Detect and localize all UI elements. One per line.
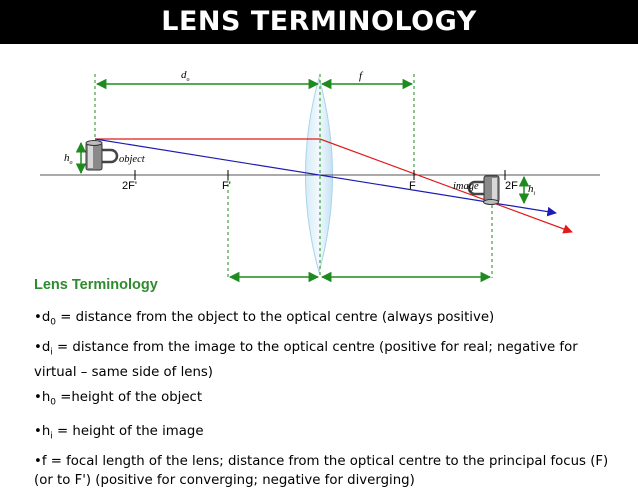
central-ray: [94, 138, 557, 217]
f-top-label: f: [359, 70, 364, 82]
point-2f-label: 2F: [505, 180, 518, 192]
d-o-label: do: [181, 69, 190, 83]
object-mug-icon: [85, 140, 119, 171]
title-bar: LENS TERMINOLOGY: [0, 0, 638, 44]
note-d0: •d0 = distance from the object to the op…: [34, 310, 495, 328]
notes-heading: Lens Terminology: [34, 277, 158, 293]
note-di: •di = distance from the image to the opt…: [34, 340, 578, 380]
h-i-label: hi: [528, 183, 536, 197]
note-f: •f = focal length of the lens; distance …: [34, 454, 609, 488]
h-o-label: ho: [64, 152, 73, 166]
lens-diagram: do f ho object 2F' F' F image 2F hi f di: [40, 69, 600, 283]
point-f-label: F: [409, 180, 416, 192]
note-hi: •hi = height of the image: [34, 424, 204, 442]
point-f-prime-label: F': [222, 180, 231, 192]
object-label: object: [119, 154, 146, 165]
parallel-ray: [95, 138, 573, 234]
image-label: image: [453, 181, 479, 192]
page-title: LENS TERMINOLOGY: [161, 6, 477, 37]
point-2f-prime-label: 2F': [122, 180, 137, 192]
image-mug-icon: [467, 175, 500, 205]
note-h0: •h0 =height of the object: [34, 390, 203, 408]
